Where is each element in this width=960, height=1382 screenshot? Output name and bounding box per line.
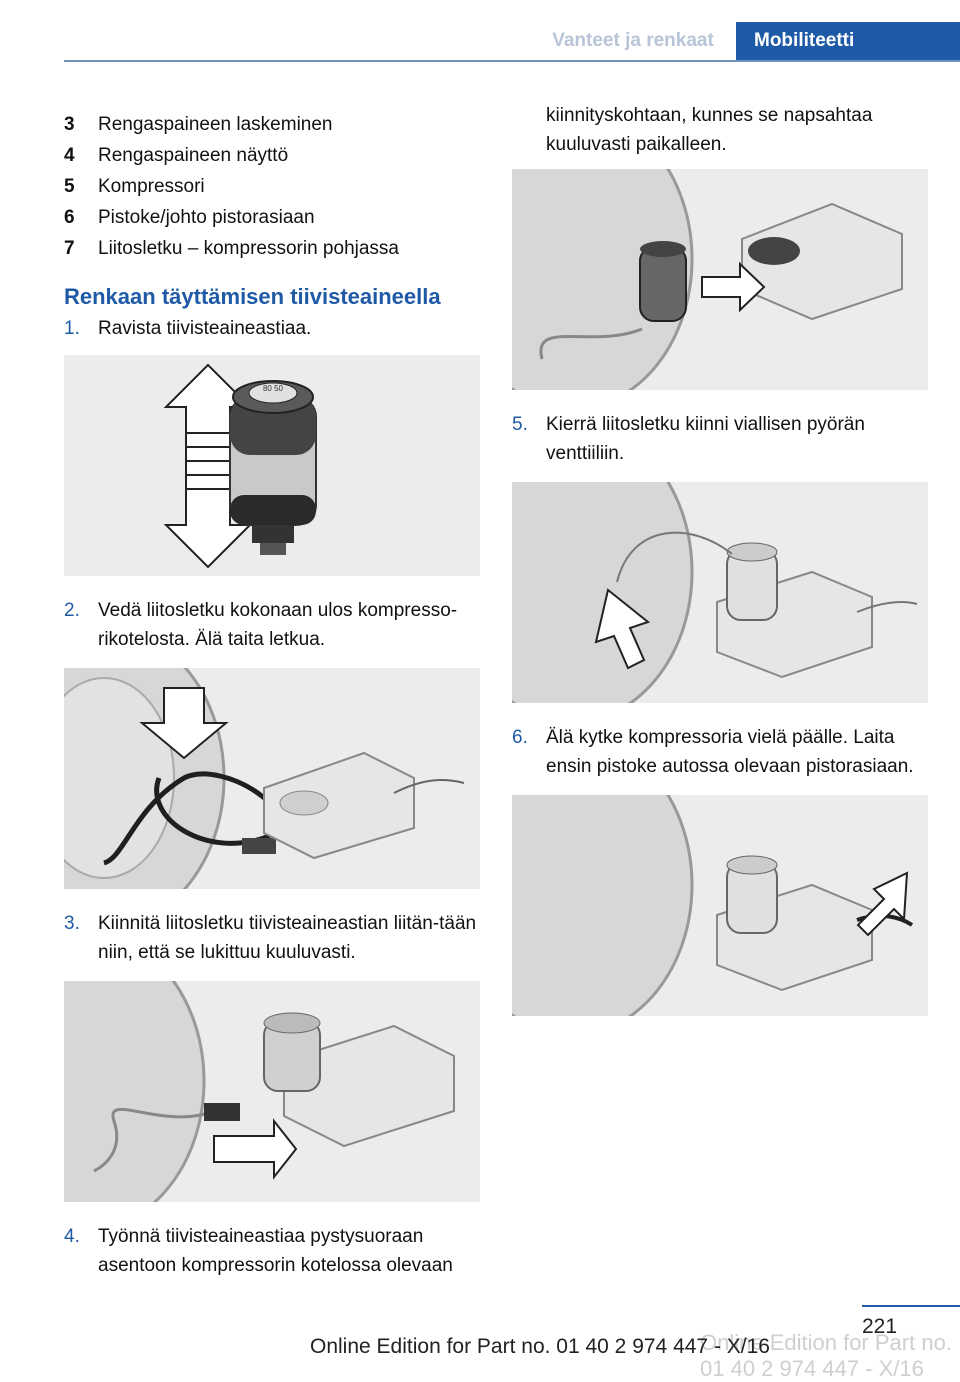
- compressor-icon: [283, 1024, 455, 1148]
- header-rule: [64, 60, 960, 62]
- diagonal-arrow-icon: [594, 588, 651, 670]
- right-column: kiinnityskohtaan, kunnes se napsahtaa ku…: [512, 101, 928, 1016]
- step-text: Kiinnitä liitosletku tiivisteaineastian …: [98, 913, 477, 963]
- sealant-bottle-icon: [639, 241, 687, 322]
- footer-rule: [862, 1305, 960, 1307]
- wheel-icon: [512, 482, 694, 703]
- hose-icon: [93, 1103, 240, 1173]
- step-3: 3. Kiinnitä liitosletku tiivisteaineastia…: [64, 909, 480, 967]
- wheel-icon: [64, 981, 206, 1202]
- attach-hose-illustration: [64, 981, 455, 1202]
- right-arrow-icon: [213, 1118, 298, 1180]
- parts-list-item: 5 Kompressori: [64, 171, 480, 202]
- step-number: 5.: [512, 414, 528, 435]
- step-5: 5. Kierrä liitosletku kiinni viallisen py…: [512, 410, 928, 468]
- step-number: 4.: [64, 1226, 80, 1247]
- header-active-section-tab[interactable]: Mobiliteetti: [736, 22, 960, 60]
- item-text: Rengaspaineen laskeminen: [98, 114, 333, 135]
- step-text: Ravista tiivisteaineastiaa.: [98, 318, 312, 339]
- step-number: 2.: [64, 600, 80, 621]
- left-column: 3 Rengaspaineen laskeminen 4 Rengaspaineen…: [64, 109, 480, 1280]
- sealant-bottle-icon: [726, 855, 778, 934]
- compressor-icon: [263, 751, 465, 860]
- step-text: Älä kytke kompressoria vielä päälle. Lai…: [546, 727, 914, 777]
- item-number: 5: [64, 176, 75, 197]
- wheel-icon: [512, 169, 694, 390]
- item-number: 6: [64, 207, 75, 228]
- step-2: 2. Vedä liitosletku kokonaan ulos kompres…: [64, 596, 480, 654]
- item-number: 4: [64, 145, 75, 166]
- sealant-bottle-icon: [263, 1012, 321, 1092]
- step-4-continued: kiinnityskohtaan, kunnes se napsahtaa ku…: [512, 101, 928, 159]
- header-section-link[interactable]: Vanteet ja renkaat: [552, 30, 714, 51]
- svg-text:80 50: 80 50: [263, 384, 284, 393]
- shake-bottle-illustration: 80 50: [163, 363, 317, 569]
- parts-list-item: 3 Rengaspaineen laskeminen: [64, 109, 480, 140]
- item-text: Pistoke/johto pistorasiaan: [98, 207, 315, 228]
- right-arrow-icon: [701, 261, 766, 313]
- item-number: 3: [64, 114, 75, 135]
- down-arrow-icon: [139, 687, 229, 760]
- pull-hose-illustration: [64, 668, 465, 889]
- step-text: kiinnityskohtaan, kunnes se napsahtaa ku…: [546, 105, 873, 155]
- step-4: 4. Työnnä tiivisteaineastiaa pystysuoraan…: [64, 1222, 480, 1280]
- step-number-spacer: [512, 101, 546, 159]
- figure-attach-hose: [64, 981, 480, 1202]
- item-number: 7: [64, 238, 75, 259]
- edition-text: Online Edition for Part no. 01 40 2 974 …: [310, 1335, 770, 1358]
- page-number: 221: [862, 1315, 898, 1338]
- step-number: 3.: [64, 913, 80, 934]
- step-text: Kierrä liitosletku kiinni viallisen pyör…: [546, 414, 865, 464]
- down-left-arrow-icon: [856, 871, 909, 937]
- figure-pull-hose: [64, 668, 480, 889]
- figure-insert-bottle: [512, 169, 928, 390]
- screw-hose-valve-illustration: [512, 482, 918, 703]
- parts-list-item: 4 Rengaspaineen näyttö: [64, 140, 480, 171]
- step-number: 6.: [512, 727, 528, 748]
- parts-list-item: 6 Pistoke/johto pistorasiaan: [64, 202, 480, 233]
- step-text: Työnnä tiivisteaineastiaa pystysuoraan a…: [98, 1226, 453, 1276]
- insert-bottle-illustration: [512, 169, 903, 390]
- plug-socket-illustration: [512, 795, 914, 1016]
- parts-list: 3 Rengaspaineen laskeminen 4 Rengaspaineen…: [64, 109, 480, 264]
- item-text: Rengaspaineen näyttö: [98, 145, 289, 166]
- sealant-bottle-icon: 80 50: [229, 380, 317, 555]
- sealant-bottle-icon: [726, 542, 778, 621]
- step-text: Vedä liitosletku kokonaan ulos kompresso…: [98, 600, 458, 650]
- step-1: 1. Ravista tiivisteaineastiaa.: [64, 314, 480, 343]
- figure-plug-socket: [512, 795, 928, 1016]
- step-6: 6. Älä kytke kompressoria vielä päälle. L…: [512, 723, 928, 781]
- compressor-icon: [741, 202, 903, 321]
- item-text: Liitosletku – kompressorin pohjassa: [98, 238, 399, 259]
- step-number: 1.: [64, 318, 80, 339]
- section-heading: Renkaan täyttämisen tiivisteaineella: [64, 284, 441, 309]
- item-text: Kompressori: [98, 176, 205, 197]
- figure-screw-hose-valve: [512, 482, 928, 703]
- wheel-icon: [512, 795, 694, 1016]
- parts-list-item: 7 Liitosletku – kompressorin pohjassa: [64, 233, 480, 264]
- figure-shake-bottle: 80 50: [64, 355, 480, 576]
